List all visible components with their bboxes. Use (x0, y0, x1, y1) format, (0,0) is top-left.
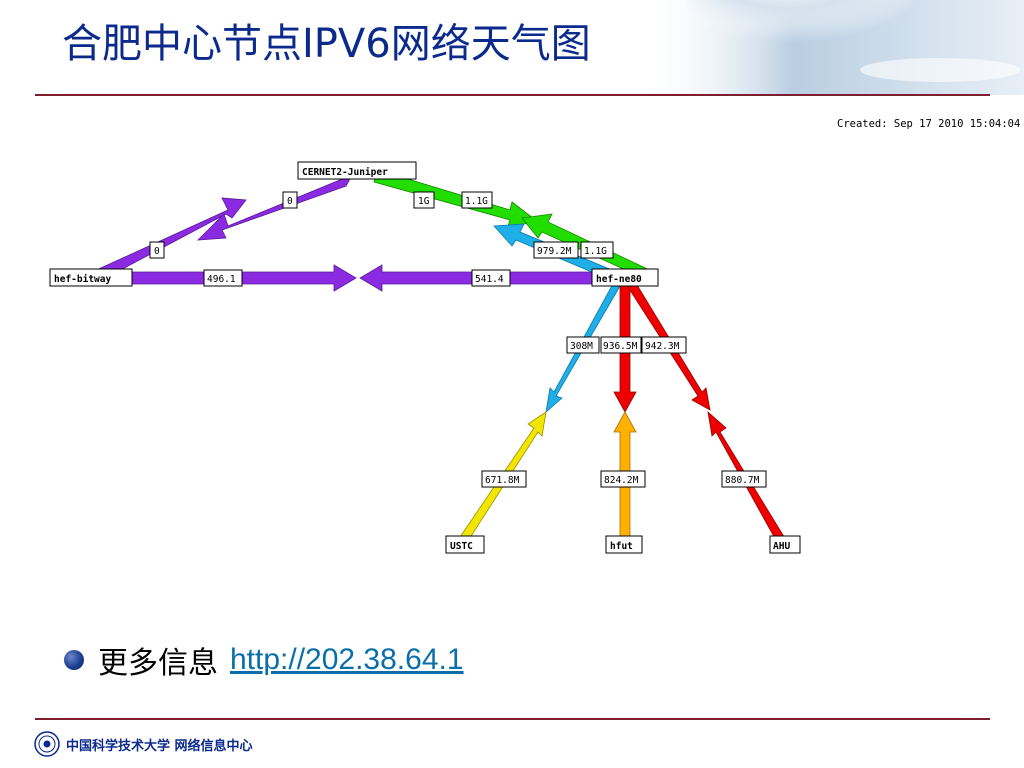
node-ustc: USTC (445, 535, 485, 554)
footer-organization: 中国科学技术大学 网络信息中心 (66, 739, 253, 754)
footer-divider (35, 718, 990, 720)
node-ahu: AHU (769, 535, 801, 554)
svg-text:496.1: 496.1 (207, 274, 236, 285)
node-cernet2-juniper: CERNET2-Juniper (297, 161, 417, 180)
link-label-ne80-to-bitway: 541.4 (471, 269, 511, 287)
svg-text:942.3M: 942.3M (645, 341, 680, 352)
svg-text:AHU: AHU (773, 541, 790, 552)
bullet-icon (64, 650, 84, 670)
svg-text:hef-bitway: hef-bitway (54, 274, 111, 285)
node-hef-bitway: hef-bitway (49, 268, 133, 287)
svg-text:hfut: hfut (610, 541, 633, 552)
link-label-bitway-to-cernet: 0 (149, 241, 165, 259)
link-arrow-bitway-to-ne80 (129, 264, 357, 292)
svg-text:1.1G: 1.1G (584, 246, 607, 257)
link-label-cernet-to-ne80: 1G (413, 191, 435, 209)
link-label-ne80-in-from-cernet: 979.2M (533, 241, 579, 259)
node-hfut: hfut (605, 535, 643, 554)
svg-text:671.8M: 671.8M (485, 475, 520, 486)
link-label-ne80-to-cernet: 1.1G (461, 191, 493, 209)
link-label-ahu-to-ne80: 880.7M (721, 470, 767, 488)
link-label-bitway-to-ne80: 496.1 (203, 269, 243, 287)
header-divider (35, 94, 990, 96)
university-seal-icon (34, 731, 60, 757)
svg-text:824.2M: 824.2M (604, 475, 639, 486)
created-timestamp: Created: Sep 17 2010 15:04:04 (837, 118, 1021, 130)
link-label-ustc-to-ne80: 671.8M (481, 470, 527, 488)
svg-text:CERNET2-Juniper: CERNET2-Juniper (302, 167, 388, 178)
page-title: 合肥中心节点IPV6网络天气图 (62, 21, 591, 67)
link-label-hfut-to-ne80: 824.2M (600, 470, 646, 488)
node-hef-ne80: hef-ne80 (591, 268, 659, 287)
svg-text:USTC: USTC (450, 541, 473, 552)
svg-text:308M: 308M (570, 341, 593, 352)
svg-text:936.5M: 936.5M (603, 341, 638, 352)
link-label-ne80-to-hfut: 936.5M (600, 336, 642, 354)
svg-text:0: 0 (154, 246, 160, 257)
link-arrow-cernet-to-bitway (196, 174, 353, 241)
svg-text:541.4: 541.4 (475, 274, 504, 285)
svg-text:1G: 1G (418, 196, 430, 207)
svg-text:hef-ne80: hef-ne80 (596, 274, 642, 285)
more-info-row: 更多信息 http://202.38.64.1 (64, 640, 464, 681)
link-label-ne80-out-to-cernet: 1.1G (580, 241, 614, 259)
svg-text:880.7M: 880.7M (725, 475, 760, 486)
header-decoration (640, 0, 1024, 95)
more-info-link[interactable]: http://202.38.64.1 (230, 643, 464, 676)
svg-text:979.2M: 979.2M (537, 246, 572, 257)
svg-text:1.1G: 1.1G (465, 196, 488, 207)
link-label-ne80-to-ustc: 308M (566, 336, 600, 354)
more-info-label: 更多信息 (98, 646, 218, 681)
link-label-cernet-to-bitway: 0 (282, 191, 298, 209)
svg-text:0: 0 (287, 196, 293, 207)
link-label-ne80-to-ahu: 942.3M (641, 336, 687, 354)
